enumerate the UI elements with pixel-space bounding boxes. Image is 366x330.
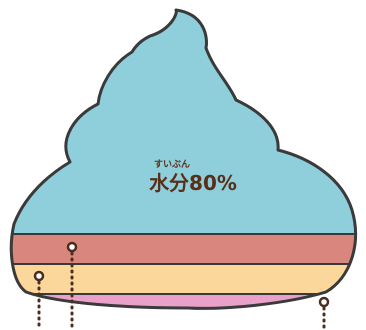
water-label: 水分80%: [149, 171, 237, 195]
pointer-dot-mid: [66, 241, 78, 253]
water-region: [11, 10, 356, 234]
band-yellow: [11, 264, 356, 294]
pointer-lines: [33, 241, 330, 330]
pointer-dot-right: [318, 296, 330, 308]
pointer-dot-left: [33, 270, 45, 282]
band-red: [11, 234, 356, 264]
poop-outline: [9, 8, 357, 310]
water-ruby: すいぶん: [154, 159, 190, 170]
